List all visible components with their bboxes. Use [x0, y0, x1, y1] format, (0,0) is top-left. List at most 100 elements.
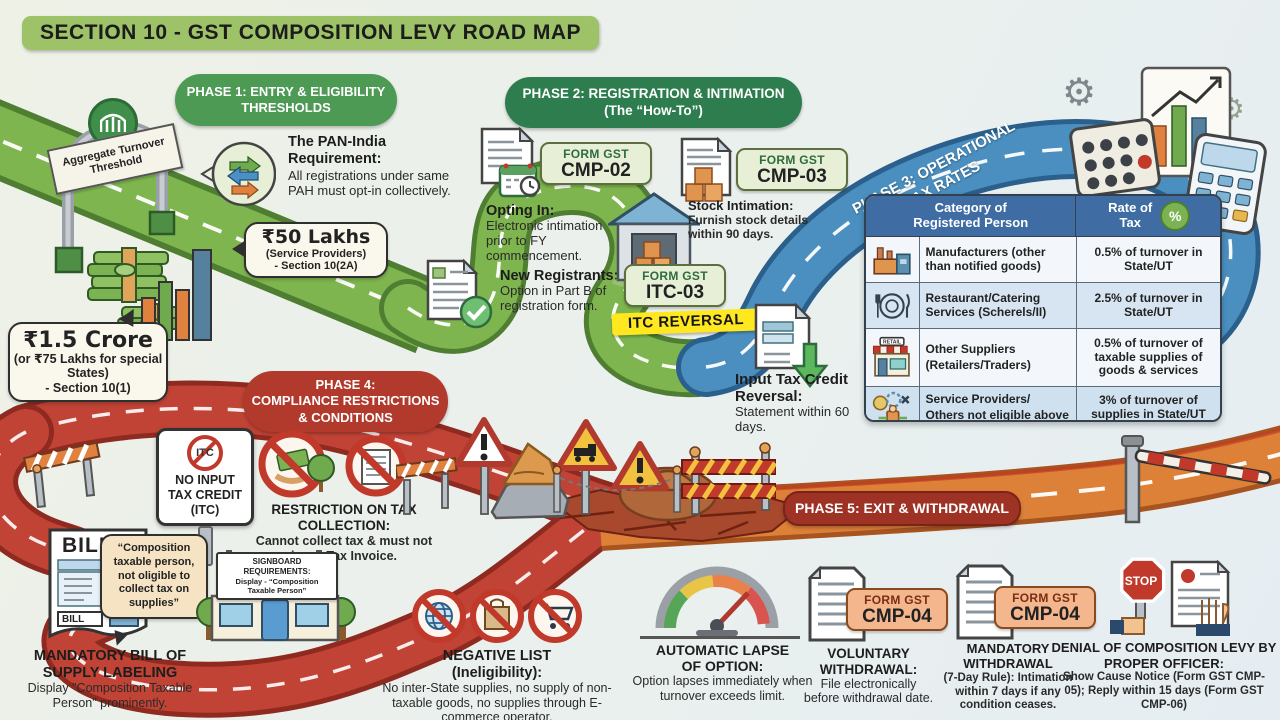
signboard: SIGNBOARD REQUIREMENTS: Display - “Compo…	[216, 552, 338, 600]
construction-warning-zone	[396, 417, 776, 520]
denial-note: DENIAL OF COMPOSITION LEVY BY PROPER OFF…	[1050, 640, 1278, 713]
denial-heading: DENIAL OF COMPOSITION LEVY BY PROPER OFF…	[1051, 640, 1277, 671]
negative-list-note: NEGATIVE LIST (Ineligibility): No inter-…	[378, 648, 616, 720]
no-itc-label: NO INPUT TAX CREDIT (ITC)	[167, 473, 243, 517]
bill-doc-footer-label: BILL	[62, 614, 85, 625]
form-cmp04-mandatory-badge: FORM GST CMP-04	[994, 586, 1096, 629]
table-row: Restaurant/Catering Services (Scherels/I…	[866, 283, 1220, 329]
no-goods-bag-icon	[470, 589, 524, 643]
road-barrier-icon	[396, 457, 458, 515]
show-cause-notice-icon	[1170, 559, 1231, 636]
no-cash-icon	[258, 430, 326, 498]
no-invoice-icon	[345, 435, 407, 497]
phase1-header: PHASE 1: ENTRY & ELIGIBILITY THRESHOLDS	[175, 74, 397, 126]
opting-in-heading: Opting In:	[486, 203, 555, 219]
negative-list-icons	[412, 589, 582, 643]
threshold-service-amount: ₹50 Lakhs	[261, 226, 371, 248]
table-header-row: Category of Registered Person Rate of Ta…	[866, 196, 1220, 237]
boom-barrier-icon	[1121, 435, 1272, 524]
opting-in-note: Opting In: Electronic intimation prior t…	[486, 203, 644, 264]
percent-badge: %	[1160, 201, 1191, 231]
no-ecommerce-cart-icon	[528, 589, 582, 643]
phase2-header-line1: PHASE 2: REGISTRATION & INTIMATION	[522, 85, 785, 101]
itc-reversal-heading: Input Tax Credit Reversal:	[735, 371, 849, 405]
auto-lapse-heading: AUTOMATIC LAPSE OF OPTION:	[655, 642, 790, 675]
factory-icon	[866, 237, 920, 282]
page-title: SECTION 10 - GST COMPOSITION LEVY ROAD M…	[40, 21, 582, 44]
form-cmp04-code: CMP-04	[862, 606, 932, 627]
table-category: Manufacturers (other than notified goods…	[925, 244, 1046, 273]
itc-reversal-note: Input Tax Credit Reversal: Statement wit…	[735, 371, 875, 435]
table-category: Restaurant/Catering Services (Scherels/I…	[925, 290, 1047, 319]
mandatory-note: MANDATORY WITHDRAWAL (7-Day Rule): Intim…	[928, 641, 1088, 713]
truck-warning-sign-icon	[555, 419, 617, 515]
phase2-header-line2: (The “How-To”)	[604, 102, 703, 118]
denial-illustration: STOP	[1110, 557, 1231, 636]
bubble-tail	[232, 240, 246, 258]
table-row: Manufacturers (other than notified goods…	[866, 237, 1220, 283]
signboard-line1: SIGNBOARD REQUIREMENTS:	[243, 556, 311, 576]
auto-lapse-note: AUTOMATIC LAPSE OF OPTION: Option lapses…	[630, 642, 815, 703]
threshold-main-amount: ₹1.5 Crore	[23, 328, 153, 353]
composition-bubble-text: “Composition taxable person, not oligibl…	[113, 542, 195, 609]
pan-india-arrows-icon	[200, 141, 276, 207]
pan-india-note: The PAN-India Requirement: All registrat…	[288, 134, 468, 199]
new-registrants-note: New Registrants: Option in Part B of reg…	[500, 268, 675, 314]
double-barrier-icon	[681, 442, 776, 515]
form-cmp03-name: FORM GST	[759, 153, 825, 167]
phase2-header: PHASE 2: REGISTRATION & INTIMATION (The …	[505, 77, 802, 128]
warning-triangle-icon	[611, 441, 669, 491]
threshold-service-bubble: ₹50 Lakhs (Service Providers) - Section …	[244, 222, 388, 278]
bill-doc-title: BILL	[62, 534, 113, 557]
threshold-main-section: - Section 10(1)	[45, 380, 131, 395]
form-cmp02-code: CMP-02	[561, 160, 631, 181]
document-check-icon	[426, 258, 493, 329]
form-cmp04-name: FORM GST	[1012, 591, 1078, 605]
voluntary-body: File electronically before withdrawal da…	[803, 677, 934, 706]
table-rate: 2.5% of turnover in State/UT	[1094, 290, 1203, 319]
form-itc03-badge: FORM GST ITC-03	[624, 264, 726, 307]
stock-intimation-note: Stock Intimation: Furnish stock details …	[688, 198, 840, 242]
form-cmp02-name: FORM GST	[563, 147, 629, 161]
phase5-header: PHASE 5: EXIT & WITHDRAWAL	[783, 491, 1021, 526]
phase4-header-line2: COMPLIANCE RESTRICTIONS	[251, 393, 440, 409]
no-internet-icon	[412, 589, 466, 643]
form-cmp03-badge: FORM GST CMP-03	[736, 148, 848, 191]
table-header-category-label: Category of Registered Person	[913, 200, 1029, 230]
mandatory-body: (7-Day Rule): Intimation within 7 days i…	[943, 671, 1073, 712]
phase5-header-label: PHASE 5: EXIT & WITHDRAWAL	[795, 499, 1009, 516]
storefront-icon	[196, 550, 356, 642]
stock-intimation-body: Furnish stock details within 90 days.	[688, 213, 809, 242]
gauge-base-line	[640, 636, 800, 639]
tax-rate-table: Category of Registered Person Rate of Ta…	[864, 194, 1222, 422]
retail-sign-label: RETAIL	[883, 339, 901, 345]
mandatory-heading: MANDATORY WITHDRAWAL	[963, 641, 1053, 671]
table-category: Service Providers/ Others not eligible a…	[925, 391, 1069, 422]
pan-india-heading: The PAN-India Requirement:	[288, 134, 387, 167]
form-cmp02-badge: FORM GST CMP-02	[540, 142, 652, 185]
document-boxes-icon	[680, 136, 733, 202]
phase1-header-line2: THRESHOLDS	[241, 100, 331, 115]
opting-in-body: Electronic intimation prior to FY commen…	[486, 218, 603, 263]
form-itc03-name: FORM GST	[642, 269, 708, 283]
table-category: Other Suppliers (Retailers/Traders)	[925, 341, 1031, 372]
stop-sign-label: STOP	[1125, 574, 1157, 588]
threshold-main-bubble: ₹1.5 Crore (or ₹75 Lakhs for special Sta…	[8, 322, 168, 402]
voluntary-note: VOLUNTARY WITHDRAWAL: File electronicall…	[796, 646, 941, 706]
tax-collection-note: RESTRICTION ON TAX COLLECTION: Cannot co…	[252, 502, 436, 564]
table-header-category: Category of Registered Person	[866, 196, 1077, 236]
bill-body: Display "Composition Taxable Person" pro…	[27, 681, 193, 710]
warning-triangle-icon	[455, 417, 513, 515]
auto-lapse-body: Option lapses immediately when turnover …	[632, 674, 813, 703]
stop-sign-icon: STOP	[1110, 557, 1166, 635]
no-itc-prohibition-icon: ITC	[187, 435, 223, 471]
negative-list-body: No inter-State supplies, no supply of no…	[382, 681, 612, 720]
bollard-icon	[552, 465, 682, 513]
signboard-line2: Display - “Composition Taxable Person”	[235, 576, 319, 595]
road-barrier-icon	[22, 441, 101, 509]
table-header-rate-label: Rate of Tax	[1108, 200, 1153, 230]
table-row: Service Providers/ Others not eligible a…	[866, 387, 1220, 422]
form-cmp04-voluntary-badge: FORM GST CMP-04	[846, 588, 948, 631]
gear-icon: ⚙	[1062, 70, 1097, 114]
form-cmp03-code: CMP-03	[757, 166, 827, 187]
